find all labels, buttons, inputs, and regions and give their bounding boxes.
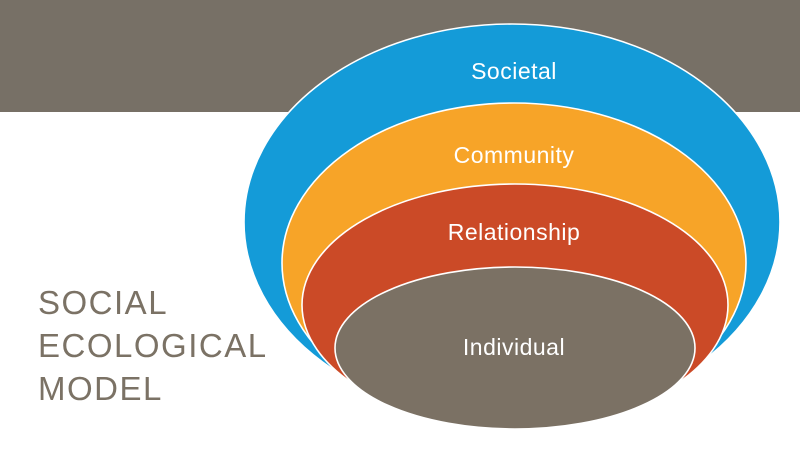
individual-ellipse: [334, 266, 696, 430]
page-title-line-1: SOCIAL: [38, 284, 169, 321]
page-title-line-3: MODEL: [38, 370, 163, 407]
societal-label: Societal: [471, 58, 557, 84]
individual-label: Individual: [463, 334, 565, 360]
relationship-label: Relationship: [448, 219, 581, 245]
page-title-line-2: ECOLOGICAL: [38, 327, 268, 364]
community-label: Community: [454, 142, 575, 168]
page-title: SOCIAL ECOLOGICAL MODEL: [38, 281, 268, 410]
